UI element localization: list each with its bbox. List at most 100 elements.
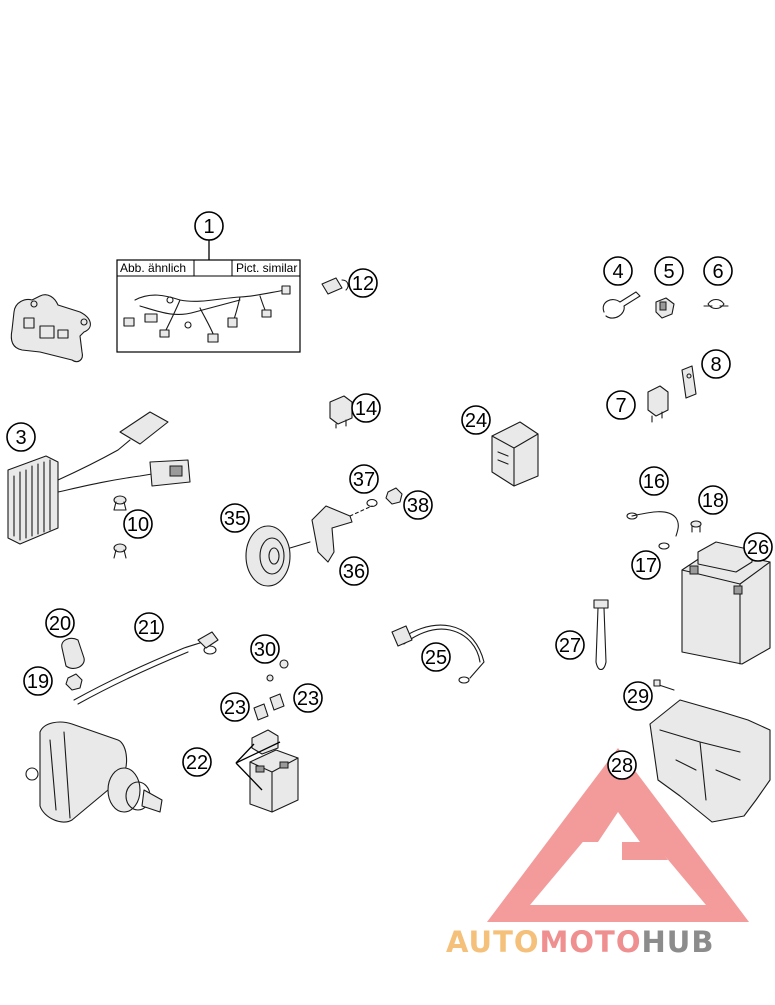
- callout-number: 38: [407, 495, 429, 517]
- callout-number: 23: [224, 697, 246, 719]
- part-horn-35: [245, 525, 311, 587]
- callout-number: 7: [615, 395, 626, 417]
- part-battery-holder-28: [649, 699, 771, 823]
- callout-c38: 38: [403, 490, 433, 520]
- part-starter-cable-21: [73, 631, 219, 705]
- part-bulb-12: [321, 277, 349, 295]
- part-voltage-regulator: [7, 411, 191, 545]
- callout-number: 29: [627, 686, 649, 708]
- callout-c23b: 23: [293, 683, 323, 713]
- callout-circle: [461, 405, 491, 435]
- part-battery-cable-25: [391, 624, 485, 684]
- callout-circle: [194, 211, 224, 241]
- callout-number: 36: [343, 561, 365, 583]
- callout-number: 17: [635, 555, 657, 577]
- callout-c37: 37: [349, 464, 379, 494]
- part-screw-18: [690, 520, 702, 533]
- part-relay-14: [329, 395, 353, 429]
- harness-label-en: Pict. similar: [236, 261, 297, 275]
- callout-number: 5: [663, 261, 674, 283]
- callout-circle: [623, 681, 653, 711]
- callout-circle: [654, 256, 684, 286]
- callout-number: 27: [559, 635, 581, 657]
- callout-circle: [220, 503, 250, 533]
- callout-circle: [293, 683, 323, 713]
- callout-circle: [603, 256, 633, 286]
- callout-number: 21: [138, 617, 160, 639]
- callout-circle: [631, 550, 661, 580]
- part-holder-8: [681, 365, 697, 399]
- part-clip-6: [703, 298, 729, 310]
- callout-number: 3: [15, 427, 26, 449]
- part-ground-cable-16: [626, 511, 679, 537]
- callout-number: 37: [353, 469, 375, 491]
- part-wiring-harness: Abb. ähnlich Pict. similar: [116, 259, 301, 353]
- part-control-unit-24: [491, 421, 539, 487]
- part-boot-20: [61, 637, 85, 669]
- callout-circle: [421, 642, 451, 672]
- callout-number: 25: [425, 647, 447, 669]
- callout-number: 35: [224, 508, 246, 530]
- callout-circle: [123, 509, 153, 539]
- callout-circle: [348, 268, 378, 298]
- svg-text:AUTOMOTOHUB: AUTOMOTOHUB: [446, 925, 714, 959]
- callout-c5: 5: [654, 256, 684, 286]
- callout-number: 1: [203, 216, 214, 238]
- watermark-hub: HUB: [642, 925, 715, 959]
- callout-c17: 17: [631, 550, 661, 580]
- callout-circle: [349, 464, 379, 494]
- part-clip-5: [655, 297, 675, 319]
- part-screws-30: [266, 659, 289, 682]
- leader-lines: [235, 741, 281, 791]
- callout-number: 8: [710, 354, 721, 376]
- watermark-inner-arrow: [582, 790, 668, 860]
- part-relay-7: [647, 385, 669, 423]
- part-battery-26: [681, 541, 771, 665]
- callout-circle: [23, 666, 53, 696]
- callout-circle: [703, 256, 733, 286]
- callout-c19: 19: [23, 666, 53, 696]
- callout-c4: 4: [603, 256, 633, 286]
- callout-c35: 35: [220, 503, 250, 533]
- callout-number: 19: [27, 671, 49, 693]
- part-nut-38: [385, 487, 403, 505]
- callout-number: 26: [747, 537, 769, 559]
- callout-c8: 8: [701, 349, 731, 379]
- callout-number: 16: [643, 471, 665, 493]
- part-fuse-23b: [269, 693, 285, 711]
- watermark-auto: AUTO: [446, 925, 540, 959]
- part-battery-strap-27: [593, 599, 609, 671]
- callout-number: 14: [355, 398, 377, 420]
- watermark-text: AUTOMOTOHUB: [446, 925, 714, 959]
- watermark-logo: [487, 748, 749, 922]
- callout-c3: 3: [6, 422, 36, 452]
- callout-circle: [45, 608, 75, 638]
- callout-c14: 14: [351, 393, 381, 423]
- callout-number: 6: [712, 261, 723, 283]
- part-washer-17: [658, 542, 670, 550]
- callout-c24: 24: [461, 405, 491, 435]
- callout-circle: [403, 490, 433, 520]
- callout-c10: 10: [123, 509, 153, 539]
- callout-number: 18: [702, 490, 724, 512]
- callout-number: 24: [465, 410, 487, 432]
- callout-c18: 18: [698, 485, 728, 515]
- callout-circle: [743, 532, 773, 562]
- callout-c21: 21: [134, 612, 164, 642]
- part-nut-19: [65, 673, 83, 691]
- callout-circle: [134, 612, 164, 642]
- callout-circle: [555, 630, 585, 660]
- callout-c1: 1: [194, 211, 224, 241]
- callout-number: 12: [352, 273, 374, 295]
- callout-c27: 27: [555, 630, 585, 660]
- harness-label-de: Abb. ähnlich: [120, 261, 186, 275]
- part-screw-29: [653, 679, 675, 691]
- part-screws-10: [113, 495, 127, 559]
- callout-c28: 28: [607, 750, 637, 780]
- callout-circle: [701, 349, 731, 379]
- callout-number: 30: [254, 639, 276, 661]
- callout-c26: 26: [743, 532, 773, 562]
- callout-c36: 36: [339, 556, 369, 586]
- callout-c12: 12: [348, 268, 378, 298]
